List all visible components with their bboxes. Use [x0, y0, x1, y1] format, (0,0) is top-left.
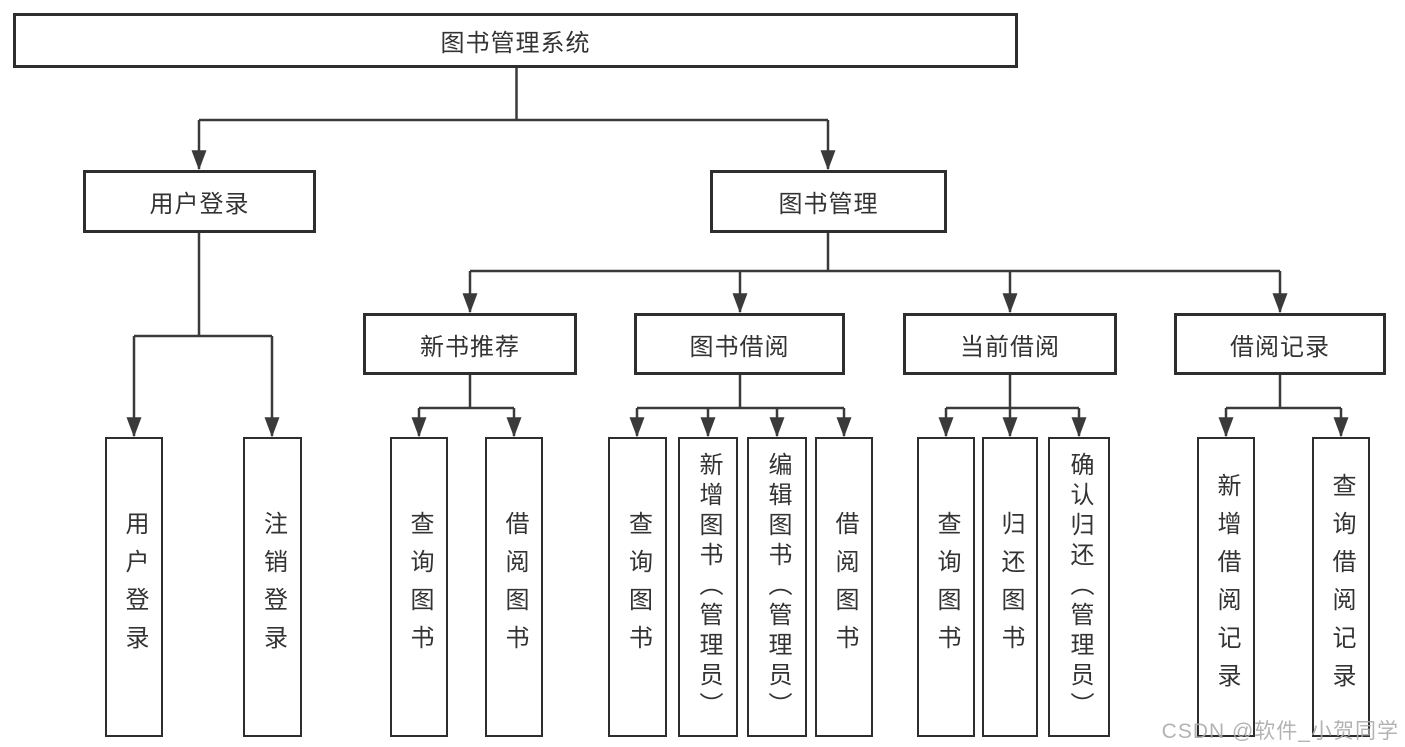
node-current-borrow: 当前借阅: [903, 313, 1117, 375]
leaf-new-book-query: 查询图书: [390, 437, 448, 737]
elbow-book-borrow: [637, 374, 844, 410]
leaf-new-book-borrow: 借阅图书: [485, 437, 543, 737]
elbow-current-borrow: [946, 374, 1079, 410]
elbow-borrow-record: [1226, 374, 1341, 410]
leaf-label: 查询图书: [624, 511, 652, 663]
leaf-logout: 注销登录: [243, 437, 302, 737]
node-book-management: 图书管理: [710, 170, 947, 233]
leaf-add-book-admin: 新增图书（管理员）: [678, 437, 738, 737]
elbow-root: [199, 68, 828, 122]
node-borrow-record: 借阅记录: [1174, 313, 1386, 375]
node-user-login: 用户登录: [83, 170, 316, 233]
leaf-edit-book-admin: 编辑图书（管理员）: [747, 437, 807, 737]
node-book-borrow: 图书借阅: [634, 313, 845, 375]
leaf-user-login: 用户登录: [105, 437, 163, 737]
leaf-label: 新增借阅记录: [1213, 473, 1240, 701]
leaf-label: 用户登录: [121, 511, 148, 663]
csdn-watermark: CSDN @软件_小贺同学: [1161, 720, 1399, 743]
leaf-label: 借阅图书: [501, 511, 528, 663]
elbow-user-login: [134, 232, 272, 338]
leaf-borrow-query: 查询图书: [608, 437, 667, 737]
leaf-label: 编辑图书（管理员）: [764, 452, 791, 722]
leaf-label: 查询借阅记录: [1328, 473, 1355, 701]
leaf-return-book: 归还图书: [982, 437, 1038, 737]
leaf-add-borrow-record: 新增借阅记录: [1197, 437, 1255, 737]
node-root: 图书管理系统: [13, 13, 1018, 68]
leaf-label: 查询图书: [406, 511, 433, 663]
leaf-query-borrow-record: 查询借阅记录: [1312, 437, 1370, 737]
leaf-current-query: 查询图书: [917, 437, 975, 737]
elbow-book-management: [470, 232, 1280, 273]
leaf-label: 归还图书: [997, 511, 1024, 663]
leaf-label: 查询图书: [933, 511, 960, 663]
node-new-book: 新书推荐: [363, 313, 577, 375]
leaf-label: 借阅图书: [831, 511, 858, 663]
elbow-new-book: [419, 374, 514, 410]
leaf-label: 确认归还（管理员）: [1066, 452, 1093, 722]
leaf-borrow-book: 借阅图书: [815, 437, 873, 737]
leaf-label: 注销登录: [259, 511, 287, 663]
leaf-label: 新增图书（管理员）: [695, 452, 722, 722]
leaf-confirm-return-admin: 确认归还（管理员）: [1048, 437, 1110, 737]
